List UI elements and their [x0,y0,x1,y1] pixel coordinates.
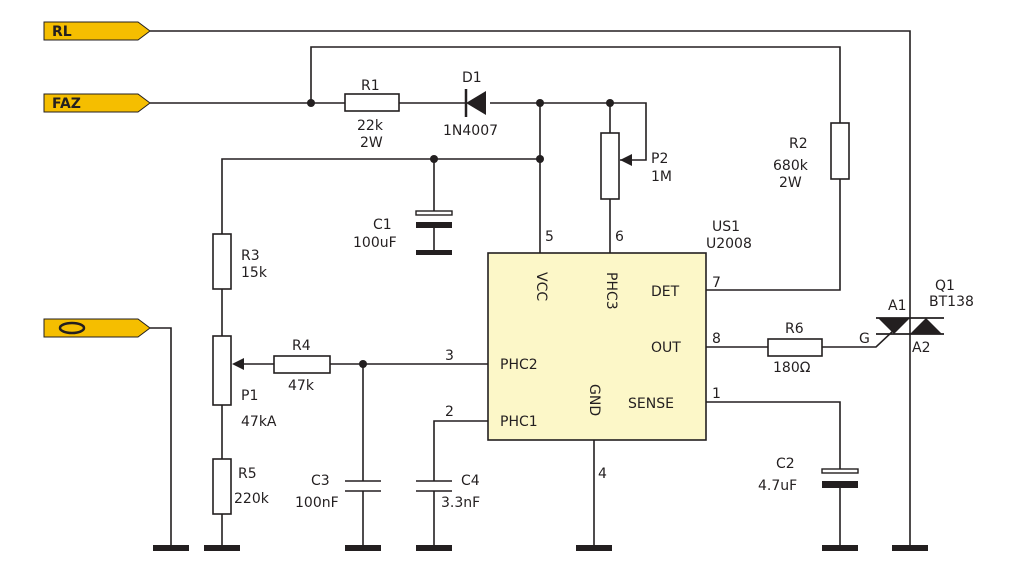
q1-a1-label: A1 [888,298,906,314]
capacitor-c1: C1 100uF [353,210,453,251]
connector-faz: FAZ [43,93,151,113]
q1-part: BT138 [929,294,974,310]
p1-ref: P1 [241,388,258,404]
ic-pin-gnd-label: GND [586,384,602,416]
q1-g-label: G [859,331,870,347]
r1-value: 22k [357,118,384,134]
r5-ref: R5 [238,466,257,482]
d1-part: 1N4007 [443,123,498,139]
r4-ref: R4 [292,338,311,354]
pin-number-7: 7 [712,275,721,291]
potentiometer-p2: P2 1M [600,132,672,200]
junctions [307,99,614,368]
r1-power: 2W [360,135,383,151]
resistor-r3: R3 15k [212,233,268,290]
c2-ref: C2 [776,456,795,472]
p2-ref: P2 [651,151,668,167]
r6-value: 180Ω [773,360,811,376]
r2-power: 2W [779,175,802,191]
ic-u2008: US1 U2008 VCC PHC3 DET OUT PHC2 PHC1 GND… [445,219,752,482]
c3-value: 100nF [295,495,339,511]
c3-ref: C3 [311,473,330,489]
r6-ref: R6 [785,321,804,337]
ic-pin-phc2-label: PHC2 [500,357,538,373]
connector-rl-label: RL [52,24,72,40]
p2-value: 1M [651,169,672,185]
pin-number-2: 2 [445,404,454,420]
diode-d1: D1 1N4007 [443,70,498,139]
r3-ref: R3 [241,248,260,264]
triac-q1: A1 A2 G Q1 BT138 [859,278,974,356]
ic-pin-phc3-label: PHC3 [603,272,619,310]
r3-value: 15k [241,265,268,281]
potentiometer-p1: P1 47kA [212,335,277,430]
c4-ref: C4 [461,473,480,489]
r4-value: 47k [288,378,315,394]
ground-symbols [153,250,928,551]
resistor-r6: R6 180Ω [767,321,823,376]
r2-ref: R2 [789,136,808,152]
ic-pin-out-label: OUT [651,340,681,356]
resistor-r5: R5 220k [212,458,270,515]
ic-ref: US1 [712,219,740,235]
q1-ref: Q1 [935,278,955,294]
ic-pin-sense-label: SENSE [628,396,674,412]
connector-rl: RL [43,21,151,41]
q1-a2-label: A2 [912,340,930,356]
c2-value: 4.7uF [758,478,797,494]
c4-value: 3.3nF [441,495,480,511]
d1-ref: D1 [462,70,482,86]
resistor-r2: R2 680k 2W [773,122,850,191]
pin-number-1: 1 [712,386,721,402]
ic-pin-det-label: DET [651,284,680,300]
r5-value: 220k [234,491,270,507]
pin-number-4: 4 [598,466,607,482]
pin-number-3: 3 [445,348,454,364]
capacitor-c3: C3 100nF [295,473,381,511]
r2-value: 680k [773,158,809,174]
connector-o-symbol [58,321,86,335]
c1-ref: C1 [373,217,392,233]
capacitor-c2: C2 4.7uF [758,456,859,494]
c1-value: 100uF [353,235,397,251]
connector-o [43,318,151,338]
ic-part: U2008 [706,236,752,252]
r1-ref: R1 [361,78,380,94]
ic-pin-phc1-label: PHC1 [500,414,538,430]
pin-number-6: 6 [615,229,624,245]
pin-number-5: 5 [545,229,554,245]
capacitor-c4: C4 3.3nF [416,473,480,511]
pin-number-8: 8 [712,331,721,347]
ic-pin-vcc-label: VCC [533,272,549,301]
resistor-r1: R1 22k 2W [344,78,400,151]
connector-faz-label: FAZ [52,96,81,112]
p1-value: 47kA [241,414,277,430]
resistor-r4: R4 47k [273,338,331,394]
